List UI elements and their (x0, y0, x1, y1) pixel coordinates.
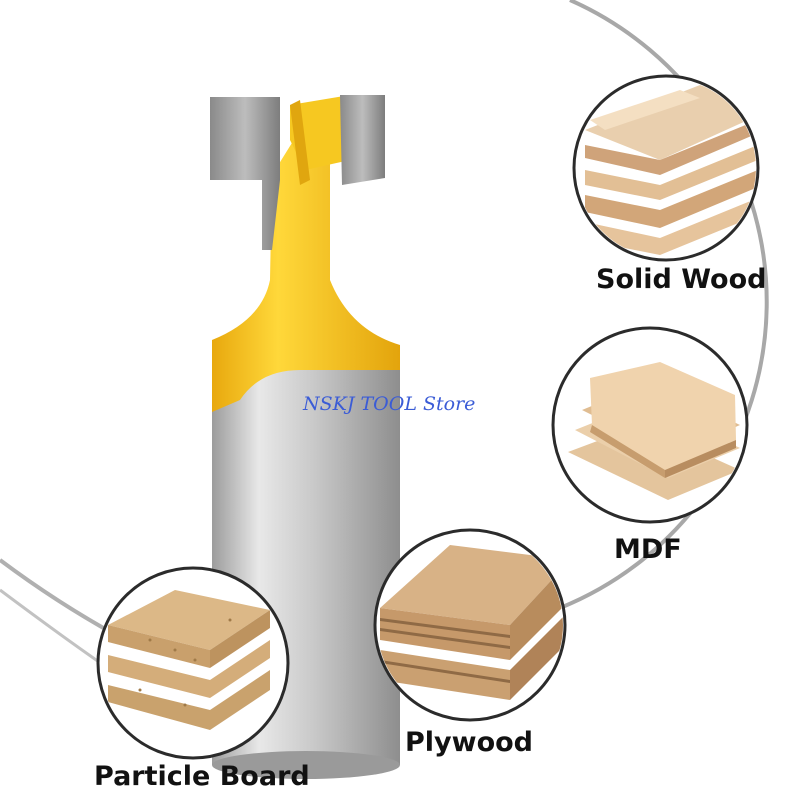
router-bit-body (212, 130, 400, 412)
solid-wood-label: Solid Wood (596, 264, 767, 295)
mdf-photo (551, 326, 749, 524)
store-watermark: NSKJ TOOL Store (303, 393, 476, 415)
particle-board-photo (96, 566, 290, 760)
router-bit-blade-left (210, 97, 280, 250)
particle-board-label: Particle Board (94, 761, 310, 792)
plywood-photo (373, 528, 567, 722)
plywood-label: Plywood (405, 727, 534, 758)
background-ring-arc (559, 0, 769, 610)
router-bit-blade-right (340, 95, 385, 185)
solid-wood-photo (572, 74, 760, 262)
mdf-label: MDF (614, 534, 682, 565)
